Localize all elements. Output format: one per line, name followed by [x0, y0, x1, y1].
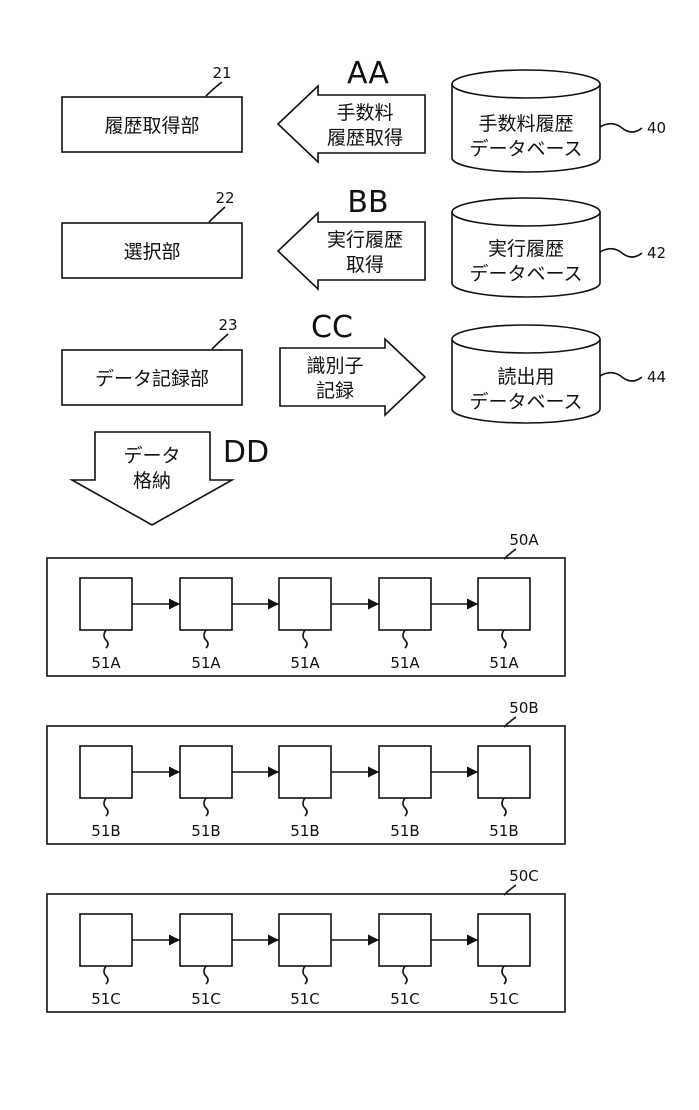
- data-block-label: 51B: [290, 822, 319, 840]
- unit-data-recording: データ記録部 23: [62, 316, 242, 405]
- data-block: [279, 914, 331, 966]
- block-chains: 50A51A51A51A51A51A50B51B51B51B51B51B50C5…: [47, 531, 565, 1012]
- unit-history-acquisition: 履歴取得部 21: [62, 64, 242, 152]
- unit-selection: 選択部 22: [62, 189, 242, 278]
- data-block: [379, 578, 431, 630]
- arrow-line-1: 識別子: [306, 355, 363, 377]
- chain-ref: 50C: [509, 867, 539, 885]
- data-block: [80, 578, 132, 630]
- unit-ref: 21: [212, 64, 231, 82]
- data-block-label: 51C: [390, 990, 420, 1008]
- chain-ref: 50B: [509, 699, 538, 717]
- chain-50A: 50A 51A 51A 51A 51A 51A: [47, 531, 565, 676]
- data-block-label: 51A: [290, 654, 320, 672]
- chain-50B: 50B 51B 51B 51B 51B 51B: [47, 699, 565, 844]
- arrow-line-1: 手数料: [336, 102, 393, 124]
- data-block: [379, 746, 431, 798]
- arrow-line-1: データ: [123, 445, 180, 467]
- leader-line: [206, 82, 222, 96]
- database-ref: 42: [647, 244, 666, 262]
- data-block: [379, 914, 431, 966]
- unit-label: 選択部: [123, 241, 180, 263]
- database-read-out: 読出用 データベース 44: [452, 325, 666, 423]
- database-fee-history: 手数料履歴 データベース 40: [452, 70, 666, 172]
- database-line-2: データベース: [469, 263, 582, 285]
- unit-label: 履歴取得部: [104, 115, 199, 137]
- data-block-label: 51A: [91, 654, 121, 672]
- database-line-1: 実行履歴: [488, 238, 564, 260]
- arrow-tag: AA: [347, 56, 389, 91]
- unit-ref: 23: [218, 316, 237, 334]
- data-block: [80, 746, 132, 798]
- leader-line: [212, 334, 228, 349]
- arrow-data-storage: DD データ 格納: [72, 432, 269, 525]
- data-block: [279, 746, 331, 798]
- arrow-identifier-recording: CC 識別子 記録: [280, 310, 425, 415]
- data-block: [478, 578, 530, 630]
- arrow-line-2: 記録: [316, 380, 354, 402]
- arrow-line-2: 格納: [133, 470, 171, 492]
- arrow-tag: BB: [347, 185, 388, 220]
- data-block: [180, 578, 232, 630]
- unit-ref: 22: [215, 189, 234, 207]
- leader-line: [600, 249, 642, 257]
- database-line-2: データベース: [469, 391, 582, 413]
- data-block: [478, 914, 530, 966]
- arrow-fee-history-acquisition: AA 手数料 履歴取得: [278, 56, 425, 162]
- arrow-line-1: 実行履歴: [327, 229, 403, 251]
- database-line-2: データベース: [469, 138, 582, 160]
- data-block-label: 51B: [91, 822, 120, 840]
- data-block-label: 51A: [191, 654, 221, 672]
- data-block-label: 51B: [191, 822, 220, 840]
- data-block-label: 51A: [489, 654, 519, 672]
- leader-line: [209, 207, 225, 222]
- data-block-label: 51C: [191, 990, 221, 1008]
- data-block: [279, 578, 331, 630]
- database-execution-history: 実行履歴 データベース 42: [452, 198, 666, 297]
- chain-ref: 50A: [509, 531, 539, 549]
- data-block: [180, 914, 232, 966]
- chain-50C: 50C 51C 51C 51C 51C 51C: [47, 867, 565, 1012]
- arrow-line-2: 履歴取得: [327, 127, 403, 149]
- arrow-tag: CC: [311, 310, 353, 345]
- arrow-execution-history-acquisition: BB 実行履歴 取得: [278, 185, 425, 289]
- data-block-label: 51C: [489, 990, 519, 1008]
- data-block-label: 51C: [290, 990, 320, 1008]
- data-block-label: 51C: [91, 990, 121, 1008]
- arrow-line-2: 取得: [346, 254, 384, 276]
- data-block-label: 51B: [390, 822, 419, 840]
- database-line-1: 読出用: [497, 366, 554, 388]
- data-block: [180, 746, 232, 798]
- leader-line: [600, 373, 642, 381]
- data-block-label: 51B: [489, 822, 518, 840]
- arrow-tag: DD: [223, 435, 269, 470]
- data-block: [80, 914, 132, 966]
- database-ref: 44: [647, 368, 666, 386]
- data-block: [478, 746, 530, 798]
- leader-line: [600, 124, 642, 132]
- data-block-label: 51A: [390, 654, 420, 672]
- database-ref: 40: [647, 119, 666, 137]
- database-line-1: 手数料履歴: [478, 113, 573, 135]
- unit-label: データ記録部: [95, 368, 209, 390]
